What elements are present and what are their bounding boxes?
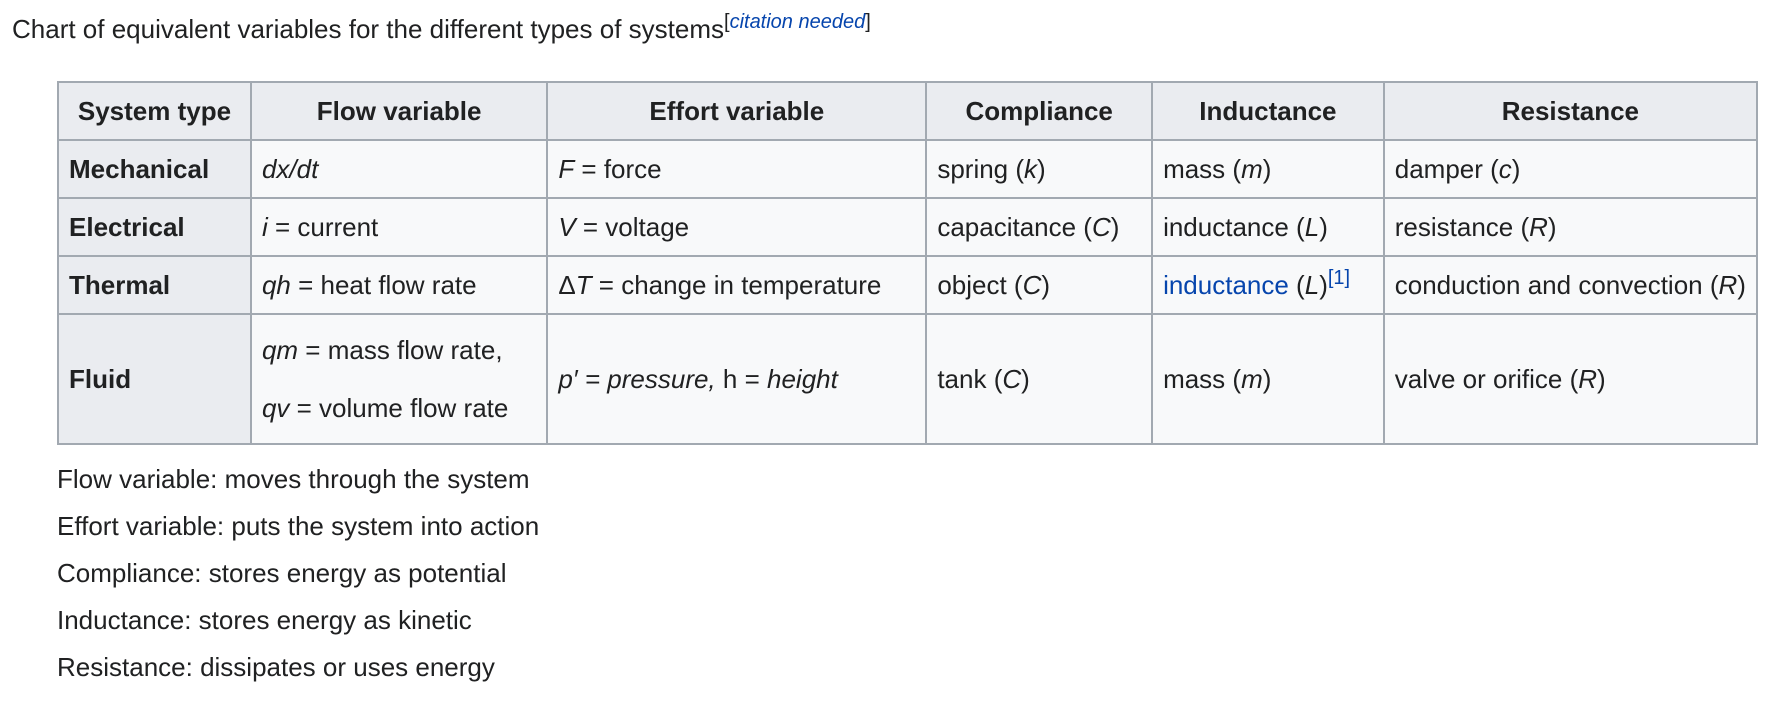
row-system-mechanical: Mechanical (57, 139, 252, 199)
cell-effort: V = voltage (546, 197, 928, 257)
equivalent-variables-table: System type Flow variable Effort variabl… (57, 81, 1759, 445)
cell-inductance: mass (m) (1151, 313, 1385, 445)
reference-1-link[interactable]: [1] (1327, 267, 1351, 289)
row-system-thermal: Thermal (57, 255, 252, 315)
flow-line-1: qm = mass flow rate, (261, 335, 503, 365)
cell-resistance: valve or orifice (R) (1382, 313, 1759, 445)
table-row: Thermal qh = heat flow rate ΔT = change … (57, 255, 1759, 315)
row-system-fluid: Fluid (57, 313, 252, 445)
cell-effort: ΔT = change in temperature (546, 255, 928, 315)
header-effort-variable: Effort variable (546, 81, 928, 141)
row-system-electrical: Electrical (57, 197, 252, 257)
cell-flow: dx/dt (249, 139, 549, 199)
note-inductance: Inductance: stores energy as kinetic (57, 605, 472, 635)
table-row: Electrical i = current V = voltage capac… (57, 197, 1759, 257)
flow-line-2: qv = volume flow rate (261, 393, 509, 423)
table-header-row: System type Flow variable Effort variabl… (57, 81, 1759, 141)
cell-compliance: object (C) (925, 255, 1154, 315)
table-row: Fluid qm = mass flow rate, qv = volume fl… (57, 313, 1759, 445)
note-effort-variable: Effort variable: puts the system into ac… (57, 511, 540, 541)
cell-inductance: inductance (L)[1] (1151, 255, 1385, 315)
cell-inductance: mass (m) (1151, 139, 1385, 199)
cell-flow: i = current (249, 197, 549, 257)
citation-needed-link[interactable]: citation needed (729, 11, 866, 33)
cell-resistance: damper (c) (1382, 139, 1759, 199)
table-row: Mechanical dx/dt F = force spring (k) ma… (57, 139, 1759, 199)
citation-needed-superscript: [citation needed] (724, 11, 871, 33)
note-compliance: Compliance: stores energy as potential (57, 558, 507, 588)
cell-flow: qm = mass flow rate, qv = volume flow rat… (249, 313, 549, 445)
note-flow-variable: Flow variable: moves through the system (57, 464, 530, 494)
definitions-list: Flow variable: moves through the system … (57, 462, 539, 697)
cell-flow: qh = heat flow rate (249, 255, 549, 315)
cell-effort: p′ = pressure, h = height (546, 313, 928, 445)
intro-paragraph: Chart of equivalent variables for the di… (12, 12, 871, 46)
cell-resistance: conduction and convection (R) (1382, 255, 1759, 315)
inductance-link[interactable]: inductance (1163, 270, 1289, 300)
header-flow-variable: Flow variable (249, 81, 549, 141)
cell-effort: F = force (546, 139, 928, 199)
cell-resistance: resistance (R) (1382, 197, 1759, 257)
note-resistance: Resistance: dissipates or uses energy (57, 652, 495, 682)
header-compliance: Compliance (925, 81, 1154, 141)
header-system-type: System type (57, 81, 252, 141)
header-inductance: Inductance (1151, 81, 1385, 141)
header-resistance: Resistance (1382, 81, 1759, 141)
intro-text: Chart of equivalent variables for the di… (12, 14, 724, 44)
cell-compliance: capacitance (C) (925, 197, 1154, 257)
cell-compliance: spring (k) (925, 139, 1154, 199)
cell-compliance: tank (C) (925, 313, 1154, 445)
cell-inductance: inductance (L) (1151, 197, 1385, 257)
